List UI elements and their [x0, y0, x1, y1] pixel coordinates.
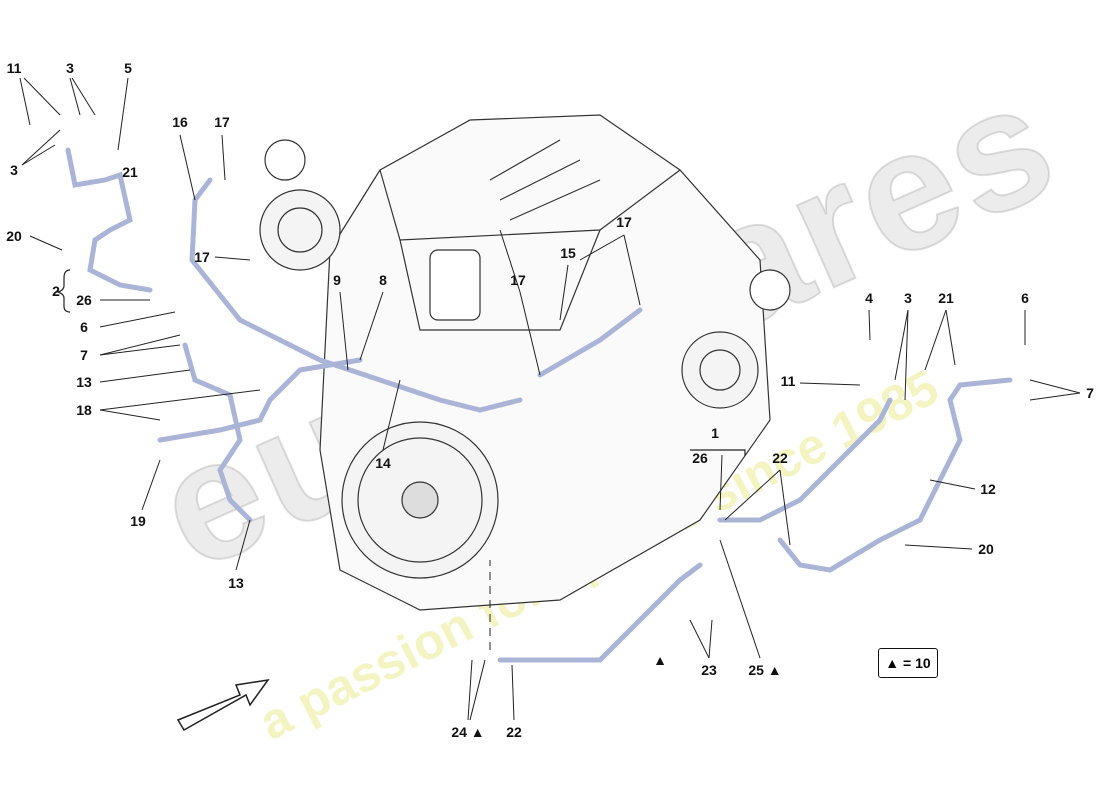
callout-label: 5: [124, 60, 132, 76]
callout-label: 19: [130, 513, 146, 529]
callout-label: 9: [333, 272, 341, 288]
callout-label: 21: [122, 164, 138, 180]
callout-label: 25 ▲: [748, 662, 782, 678]
leader-lines: [19, 77, 1081, 721]
brace-2: [56, 269, 71, 313]
callout-label: 17: [194, 249, 210, 265]
callout-label: 17: [510, 272, 526, 288]
callout-label: 11: [780, 373, 796, 389]
callout-label: 6: [80, 319, 88, 335]
bracket-1: [690, 449, 746, 456]
callout-label: 13: [228, 575, 244, 591]
callout-label: 11: [6, 60, 22, 76]
engine-block: [259, 114, 791, 611]
callout-label: 2: [52, 283, 60, 299]
pipes: [65, 147, 1013, 663]
callout-label: 20: [978, 541, 994, 557]
callout-label: 13: [76, 374, 92, 390]
callout-label: 22: [772, 450, 788, 466]
callout-label: 23: [701, 662, 717, 678]
callout-label: 7: [80, 347, 88, 363]
callout-label: 26: [76, 292, 92, 308]
callout-label: 22: [506, 724, 522, 740]
callout-label: 18: [76, 402, 92, 418]
callout-label: 14: [375, 455, 391, 471]
callout-label: ▲: [653, 652, 667, 668]
callout-label: 7: [1086, 385, 1094, 401]
callout-label: 12: [980, 481, 996, 497]
callout-label: 17: [214, 114, 230, 130]
callout-label: 3: [66, 60, 74, 76]
callout-label: 4: [865, 290, 873, 306]
callout-label: 3: [10, 162, 18, 178]
callout-label: 17: [616, 214, 632, 230]
callout-label: 24 ▲: [451, 724, 485, 740]
callout-label: 3: [904, 290, 912, 306]
callout-label: 15: [560, 245, 576, 261]
callout-label: 8: [379, 272, 387, 288]
quantity-legend: ▲ = 10: [878, 648, 938, 678]
direction-arrow-icon: [176, 678, 270, 732]
callout-label: 1: [711, 425, 719, 441]
callout-label: 20: [6, 228, 22, 244]
callout-label: 21: [938, 290, 954, 306]
callout-label: 6: [1021, 290, 1029, 306]
callout-label: 26: [692, 450, 708, 466]
callout-label: 16: [172, 114, 188, 130]
